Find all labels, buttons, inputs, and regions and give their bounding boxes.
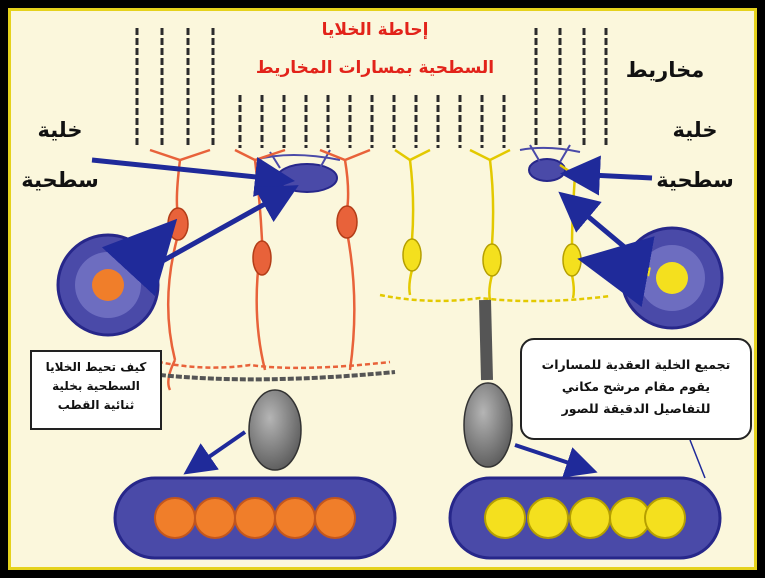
receptive-field-right-center [656, 262, 688, 294]
arrow-right-label-to-horizontal-cell [570, 174, 652, 178]
field-center-dot [485, 498, 525, 538]
field-center-dot [645, 498, 685, 538]
note-right-line-1: تجميع الخلية العقدية للمسارات [522, 354, 750, 376]
bipolar-cell-orange-3 [337, 206, 357, 238]
arrow-left-ganglion-to-field [190, 432, 245, 470]
horizontal-cell-right [529, 159, 565, 181]
horizontal-cell-left [277, 164, 337, 192]
note-left-line-2: السطحية بخلية [32, 377, 160, 396]
field-center-dot [155, 498, 195, 538]
field-center-dot [570, 498, 610, 538]
ganglion-dendrites-left [160, 372, 395, 379]
ganglion-cell-left [249, 390, 301, 470]
cones-label: مخاريط [615, 58, 715, 82]
note-left-line-1: كيف تحيط الخلايا [32, 358, 160, 377]
title-line-2: السطحية بمسارات المخاريط [255, 58, 495, 78]
horizontal-cell-right-label-line2: سطحية [645, 168, 745, 192]
photoreceptor-row [137, 28, 606, 148]
note-right-line-3: للتفاصيل الدقيقة للصور [522, 398, 750, 420]
note-right-line-2: يقوم مقام مرشح مكاني [522, 376, 750, 398]
field-center-dot [315, 498, 355, 538]
arrow-right-surround-to-horizontal-cell [566, 198, 628, 250]
note-left-line-3: ثنائية القطب [32, 396, 160, 415]
pointer-line-right-note [690, 440, 705, 478]
note-right: تجميع الخلية العقدية للمسارات يقوم مقام … [520, 338, 752, 440]
horizontal-cell-right-label-line1: خلية [655, 118, 735, 142]
ganglion-cell-right [464, 383, 512, 467]
bipolar-cell-orange-1 [168, 208, 188, 240]
title-line-1: إحاطة الخلايا [310, 20, 440, 40]
note-left: كيف تحيط الخلايا السطحية بخلية ثنائية ال… [30, 350, 162, 430]
field-center-dot [275, 498, 315, 538]
bipolar-cell-orange-2 [253, 241, 271, 275]
bipolar-cell-yellow-1 [403, 239, 421, 271]
field-center-dot [195, 498, 235, 538]
horizontal-cell-left-label-line1: خلية [20, 118, 100, 142]
field-center-dot [528, 498, 568, 538]
arrow-right-ganglion-to-field [515, 445, 590, 470]
combined-field-right-centers [485, 498, 685, 538]
combined-field-left-centers [155, 498, 355, 538]
orange-bipolar-pathway [150, 150, 390, 390]
bipolar-cell-yellow-2 [483, 244, 501, 276]
field-center-dot [235, 498, 275, 538]
receptive-field-left-center [92, 269, 124, 301]
bipolar-cell-yellow-3 [563, 244, 581, 276]
ganglion-axon-right [485, 300, 487, 380]
horizontal-cell-left-label-line2: سطحية [12, 168, 108, 192]
